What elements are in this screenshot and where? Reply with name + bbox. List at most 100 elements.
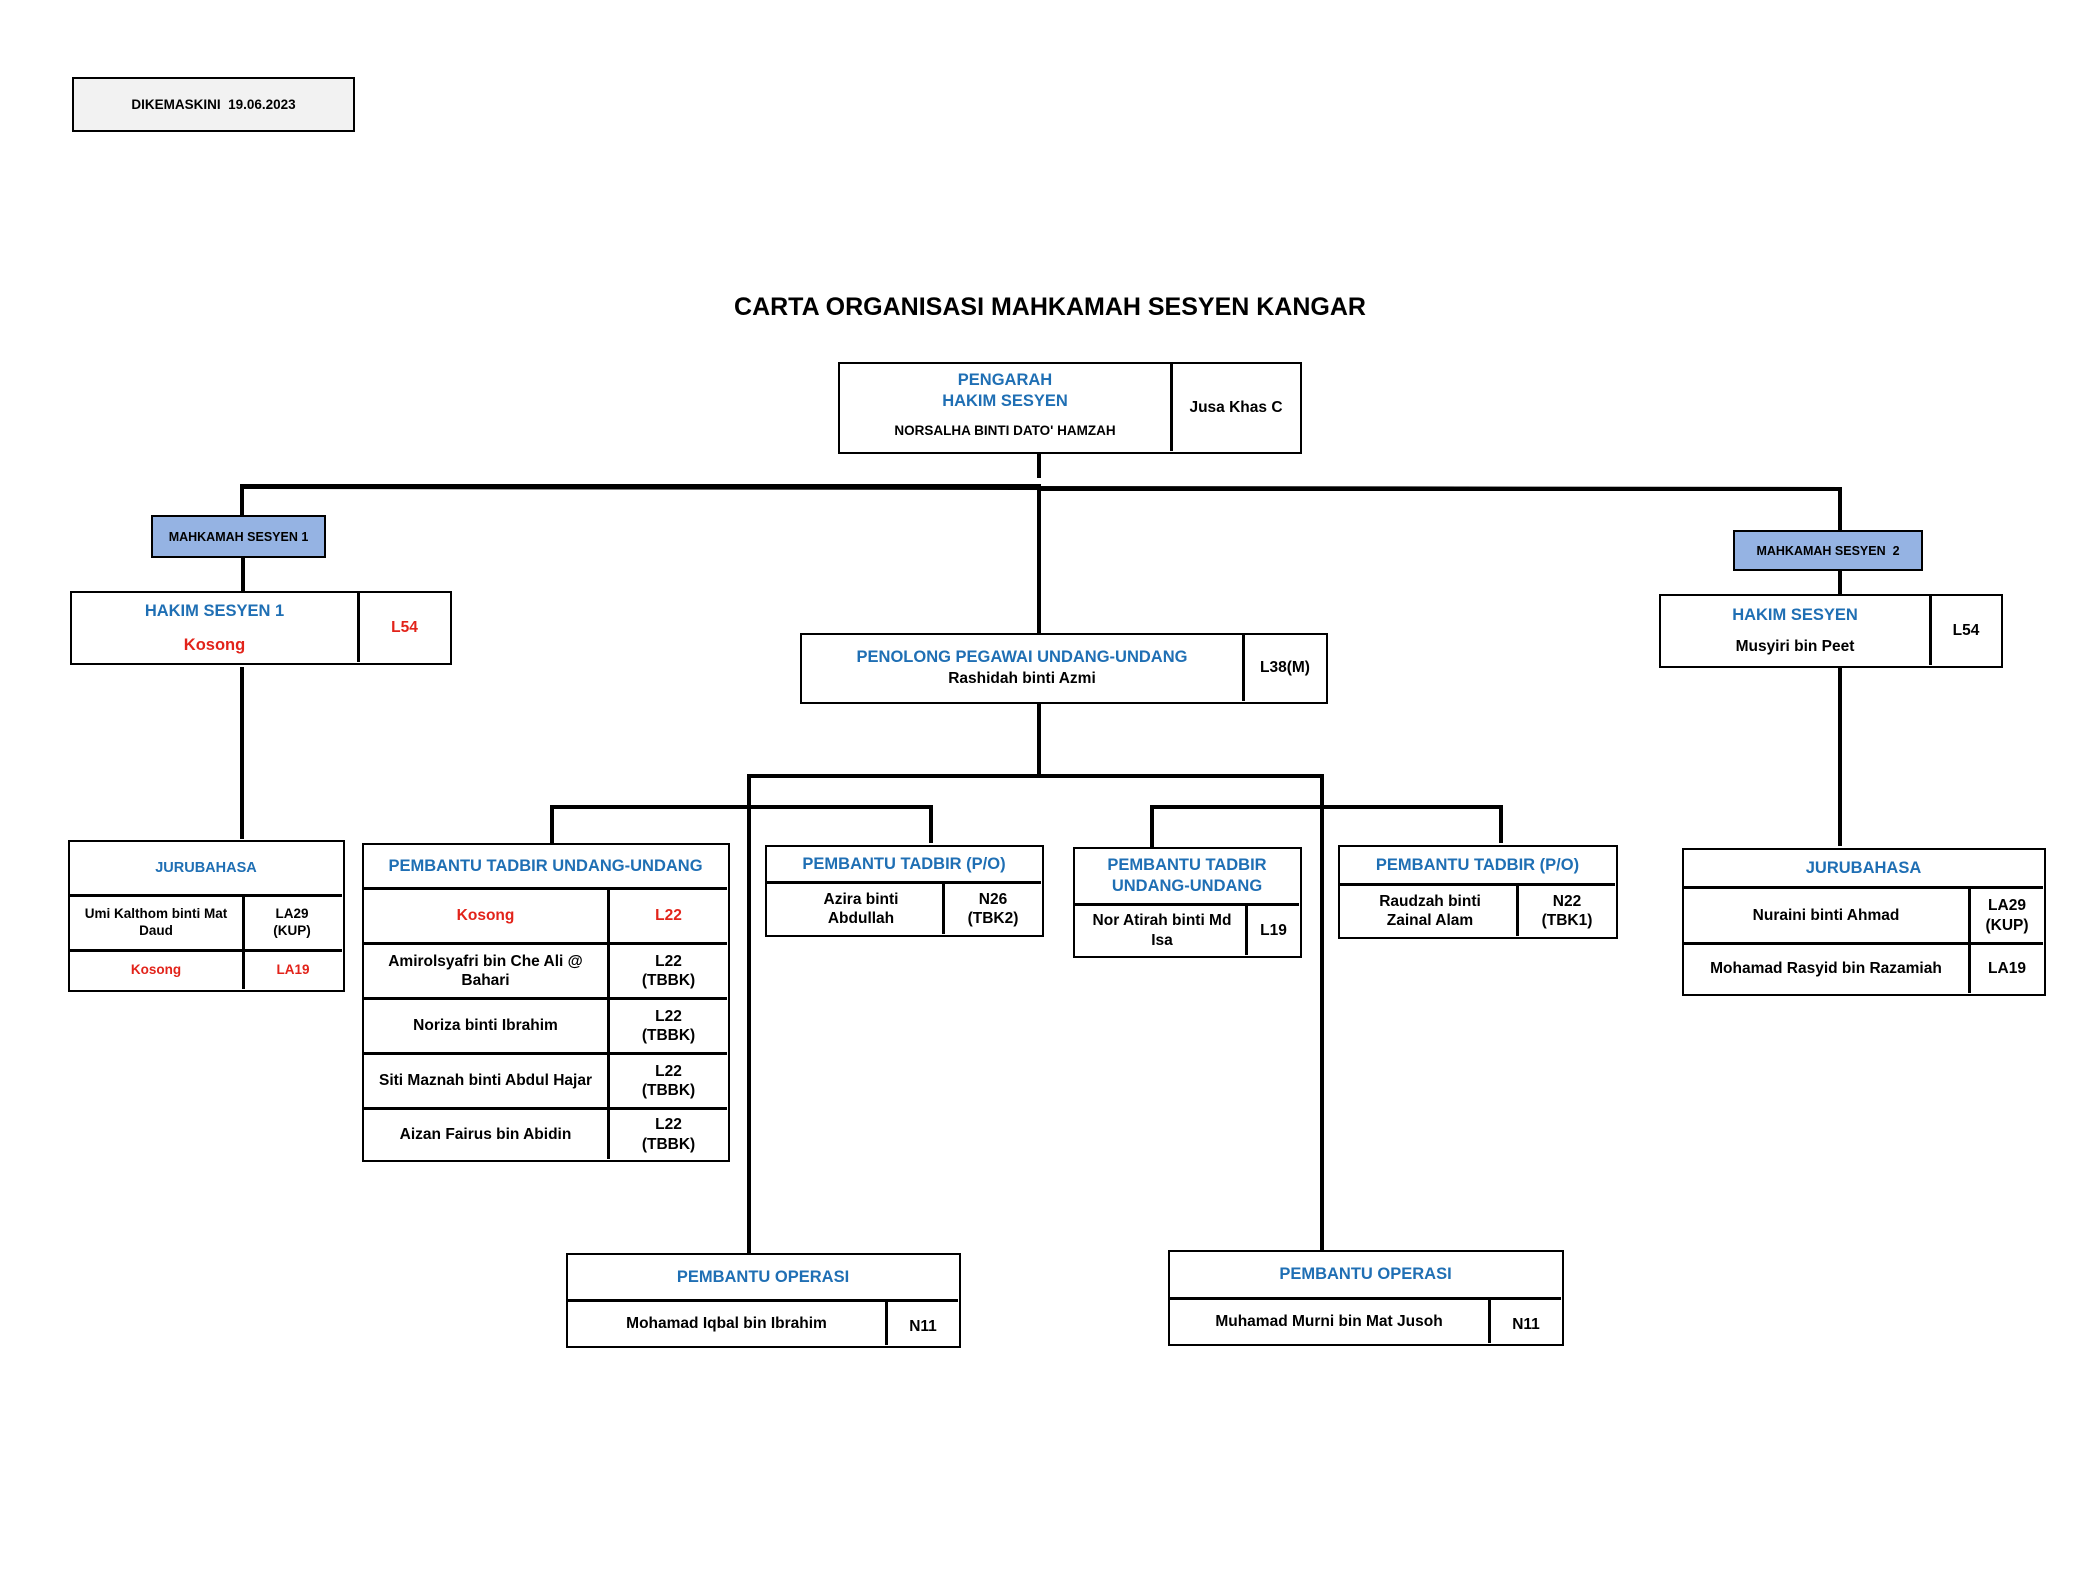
divider [1684,942,2043,945]
court1-judge-grade: L54 [391,618,418,636]
court1-judge-name: Kosong [183,635,246,654]
court2-judge-role: HAKIM SESYEN [1732,605,1858,624]
admin-assistant-1-grade: N26 (TBK2) [967,890,1019,927]
connector [1037,484,1041,635]
ops-assistant-2-heading: PEMBANTU OPERASI [1279,1265,1452,1284]
director-box: PENGARAH HAKIM SESYEN NORSALHA BINTI DAT… [838,362,1302,454]
divider [1968,886,1971,993]
connector [550,805,554,843]
divider [1684,886,2043,889]
court2-judge-name: Musyiri bin Peet [1735,638,1855,656]
connector [1037,487,1842,491]
legal-officer-grade: L38(M) [1260,659,1310,677]
divider [1075,903,1299,906]
divider [1340,883,1615,886]
connector [240,484,1040,488]
divider [885,1299,888,1345]
court2-tag: MAHKAMAH SESYEN 2 [1733,530,1923,571]
connector [747,774,751,1255]
court1-interpreter-name-1: Umi Kalthom binti Mat Daud [84,906,228,938]
legal-assistant-name: Aizan Fairus bin Abidin [399,1125,572,1143]
court1-judge-box: HAKIM SESYEN 1 Kosong L54 [70,591,452,665]
court2-interpreter-grade-2: LA19 [1988,960,2026,978]
ops-assistant-1-box: PEMBANTU OPERASI Mohamad Iqbal bin Ibrah… [566,1253,961,1348]
connector [1320,774,1324,1252]
court2-interpreter-heading: JURUBAHASA [1805,858,1922,877]
court2-interpreter-grade-1: LA29 (KUP) [1985,897,2029,934]
connector [1037,703,1041,778]
legal-assistant-2-box: PEMBANTU TADBIR UNDANG-UNDANG Nor Atirah… [1073,847,1302,958]
legal-assistant-name: Noriza binti Ibrahim [413,1017,558,1035]
divider [364,942,727,945]
legal-assistant-grade: L22 (TBBK) [641,952,696,989]
connector [1150,805,1503,809]
court2-interpreter-name-2: Mohamad Rasyid bin Razamiah [1710,960,1942,978]
connector [1037,454,1041,478]
legal-assistant-grade: L22 (TBBK) [641,1062,696,1099]
ops-assistant-2-grade: N11 [1512,1315,1540,1333]
director-line2: HAKIM SESYEN [942,392,1068,410]
legal-assistant-2-grade: L19 [1260,921,1287,939]
court2-interpreter-name-1: Nuraini binti Ahmad [1752,906,1900,924]
divider [607,887,610,1159]
admin-assistant-2-box: PEMBANTU TADBIR (P/O) Raudzah binti Zain… [1338,845,1618,939]
director-line1: PENGARAH [957,371,1053,390]
divider [1929,596,1932,665]
admin-assistant-1-heading: PEMBANTU TADBIR (P/O) [802,854,1006,873]
legal-assistant-name: Siti Maznah binti Abdul Hajar [379,1072,592,1090]
ops-assistant-1-grade: N11 [909,1317,937,1335]
legal-assistants-box: PEMBANTU TADBIR UNDANG-UNDANG Kosong L22… [362,843,730,1162]
court1-tag: MAHKAMAH SESYEN 1 [151,515,326,558]
updated-date-box: DIKEMASKINI 19.06.2023 [72,77,355,132]
updated-date: DIKEMASKINI 19.06.2023 [131,97,296,112]
connector [240,484,244,520]
admin-assistant-2-heading: PEMBANTU TADBIR (P/O) [1375,855,1580,874]
divider [1245,903,1248,955]
connector [240,667,244,839]
divider [70,949,342,952]
divider [364,887,727,890]
admin-assistant-1-box: PEMBANTU TADBIR (P/O) Azira binti Abdull… [765,845,1044,937]
legal-assistant-2-name: Nor Atirah binti Md Isa [1092,912,1232,949]
divider [1242,635,1245,701]
ops-assistant-2-name: Muhamad Murni bin Mat Jusoh [1215,1312,1443,1330]
connector [1499,805,1503,843]
legal-officer-box: PENOLONG PEGAWAI UNDANG-UNDANG Rashidah … [800,633,1328,704]
admin-assistant-2-grade: N22 (TBK1) [1541,892,1593,929]
divider [364,1052,727,1055]
court1-tag-label: MAHKAMAH SESYEN 1 [168,529,309,544]
divider [1170,1297,1561,1300]
director-name: NORSALHA BINTI DATO' HAMZAH [894,422,1116,438]
connector [1838,487,1842,530]
ops-assistant-1-name: Mohamad Iqbal bin Ibrahim [626,1314,827,1332]
legal-assistant-2-heading: PEMBANTU TADBIR UNDANG-UNDANG [1107,856,1267,895]
court1-interpreter-name-2: Kosong [130,962,182,978]
court2-judge-grade: L54 [1952,621,1980,639]
court2-tag-label: MAHKAMAH SESYEN 2 [1756,543,1900,558]
connector [747,774,1323,778]
connector [241,557,245,593]
court1-judge-role: HAKIM SESYEN 1 [144,601,285,620]
legal-assistant-name: Amirolsyafri bin Che Ali @ Bahari [388,952,583,989]
ops-assistant-1-heading: PEMBANTU OPERASI [676,1267,850,1286]
court1-interpreter-grade-1: LA29 (KUP) [273,906,311,938]
divider [364,997,727,1000]
legal-assistant-name: Kosong [456,907,515,925]
divider [1516,883,1519,936]
divider [242,894,245,989]
connector [1150,805,1154,849]
court1-interpreter-box: JURUBAHASA Umi Kalthom binti Mat Daud LA… [68,840,345,992]
divider [767,881,1041,884]
court1-interpreter-grade-2: LA19 [276,962,310,978]
legal-officer-role: PENOLONG PEGAWAI UNDANG-UNDANG [856,647,1188,666]
divider [364,1107,727,1110]
court2-interpreter-box: JURUBAHASA Nuraini binti Ahmad LA29 (KUP… [1682,848,2046,996]
chart-title: CARTA ORGANISASI MAHKAMAH SESYEN KANGAR [734,293,1366,321]
connector [1838,668,1842,846]
divider [1170,364,1173,451]
court1-interpreter-heading: JURUBAHASA [155,859,257,876]
legal-assistant-grade: L22 (TBBK) [641,1007,696,1044]
legal-assistants-heading: PEMBANTU TADBIR UNDANG-UNDANG [388,856,703,875]
connector [550,805,933,809]
director-title: PENGARAH HAKIM SESYEN [840,370,1170,412]
